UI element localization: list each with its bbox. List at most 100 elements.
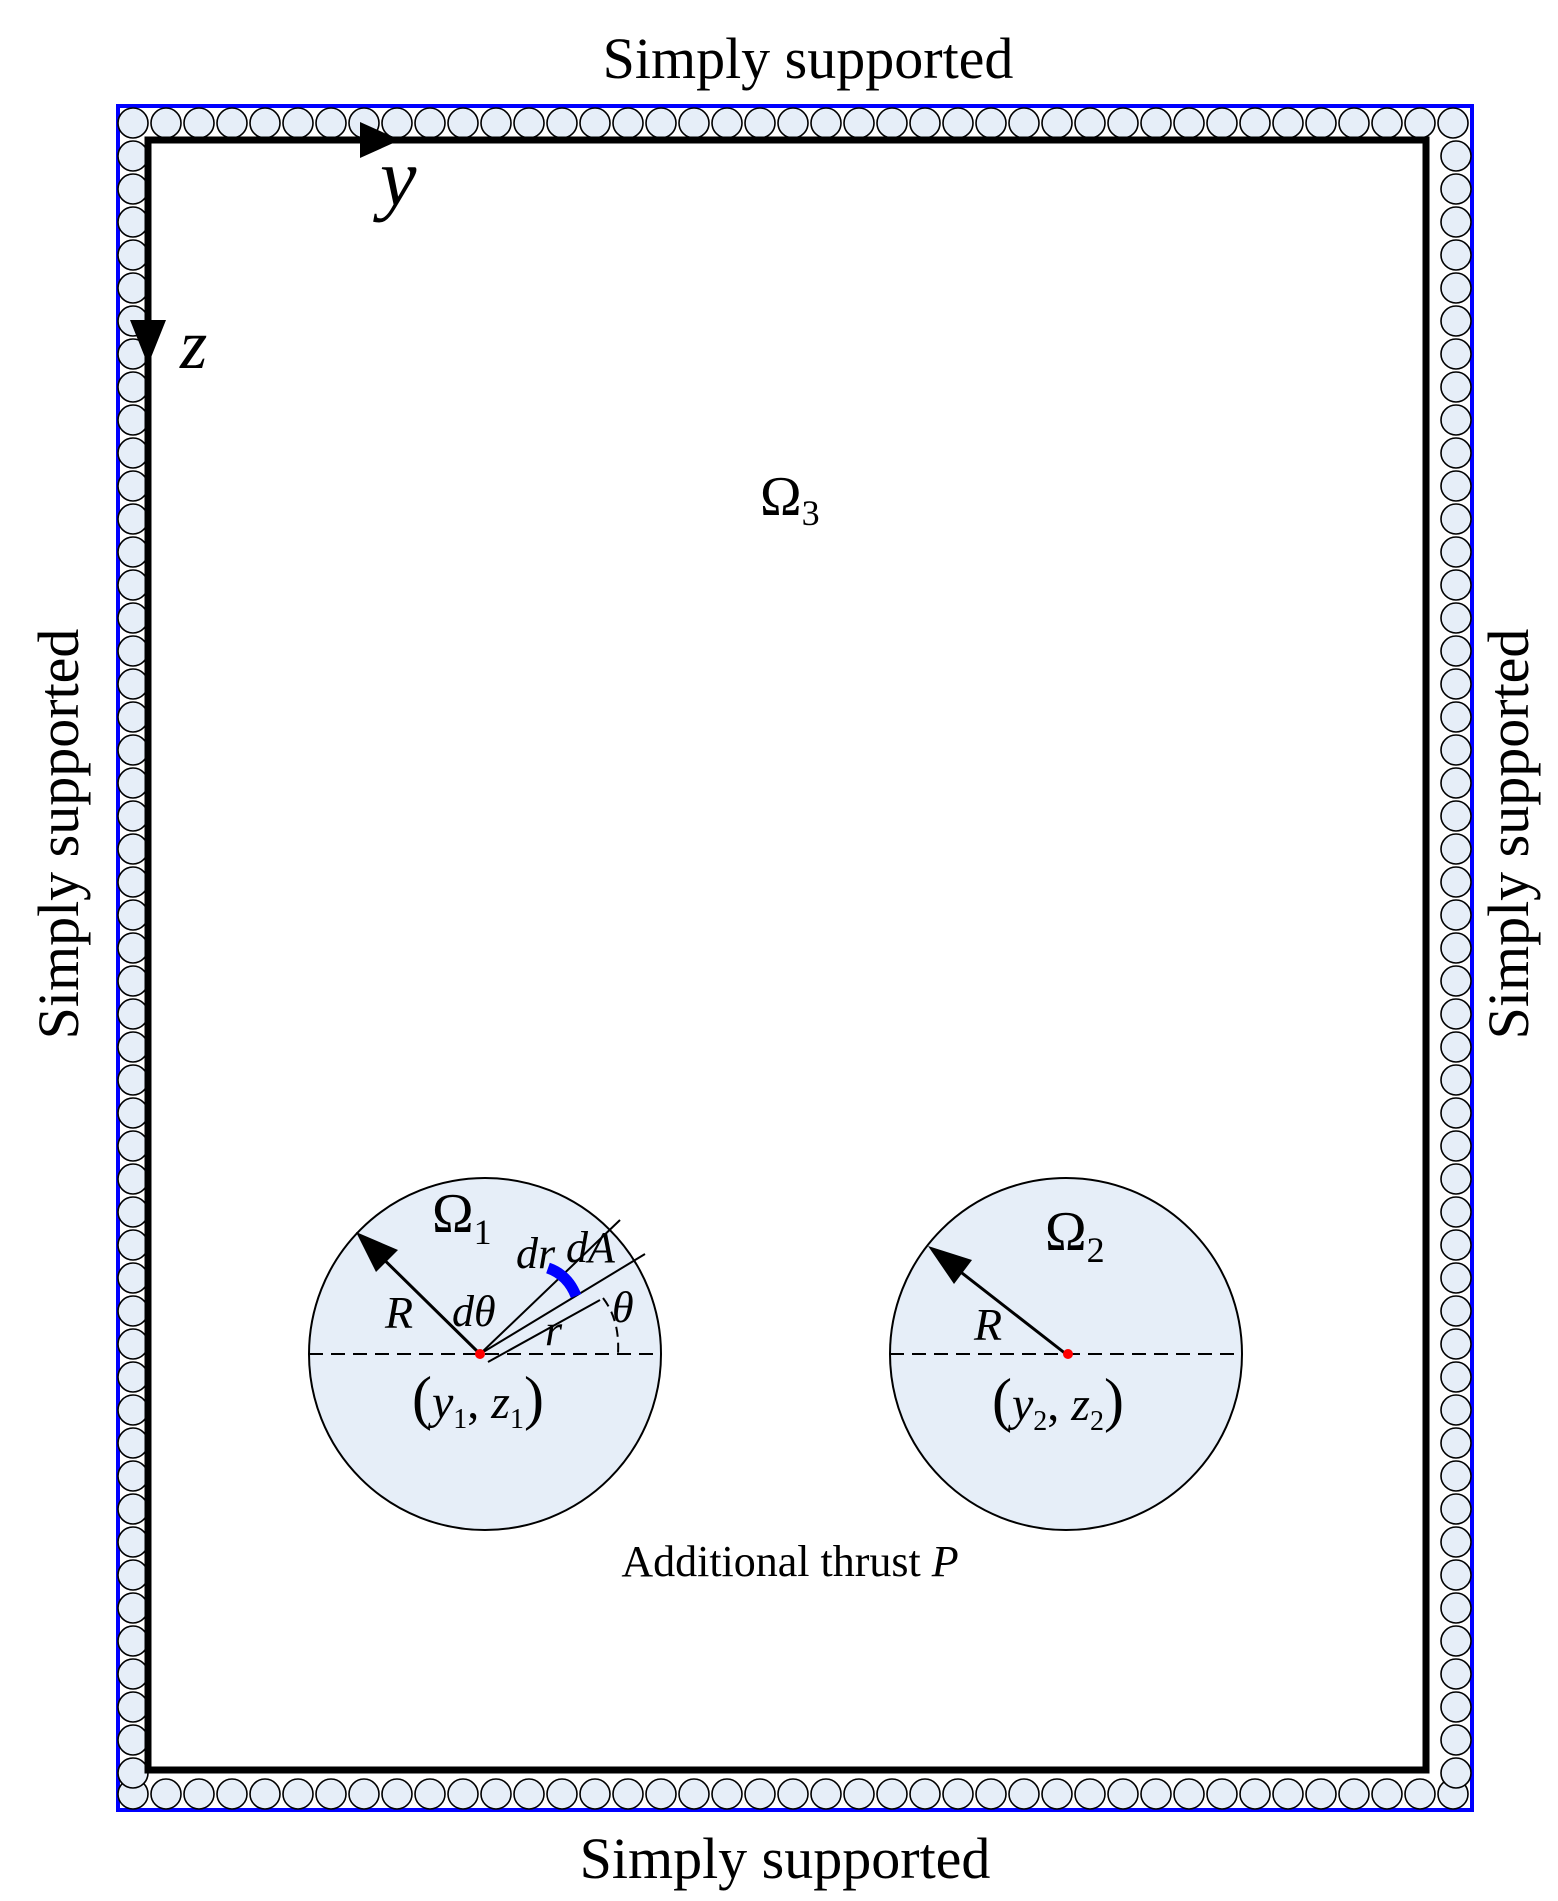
omega3-label: Ω3	[760, 466, 820, 533]
roller	[1305, 107, 1337, 139]
roller	[117, 1097, 149, 1129]
roller	[117, 1130, 149, 1162]
hole1-r-label: r	[545, 1306, 563, 1355]
roller	[117, 272, 149, 304]
roller	[117, 1658, 149, 1690]
roller	[1440, 1328, 1472, 1360]
roller	[183, 1778, 215, 1810]
roller	[117, 1361, 149, 1393]
roller	[1440, 1295, 1472, 1327]
roller	[975, 107, 1007, 139]
hole2-center-coords: (y2, z2)	[992, 1367, 1124, 1437]
roller	[1107, 107, 1139, 139]
roller	[1440, 1097, 1472, 1129]
roller	[909, 107, 941, 139]
roller	[1440, 1460, 1472, 1492]
roller	[117, 1526, 149, 1558]
roller	[843, 107, 875, 139]
roller	[117, 107, 149, 139]
roller	[744, 107, 776, 139]
hole1-element-edge-a	[479, 1219, 621, 1355]
roller	[1440, 1724, 1472, 1756]
roller	[1440, 239, 1472, 271]
roller	[117, 1328, 149, 1360]
roller	[216, 107, 248, 139]
roller	[117, 140, 149, 172]
roller	[1272, 107, 1304, 139]
roller	[117, 635, 149, 667]
roller	[1440, 1691, 1472, 1723]
roller	[1440, 404, 1472, 436]
roller	[1440, 602, 1472, 634]
roller	[117, 1229, 149, 1261]
roller	[117, 800, 149, 832]
roller	[1440, 1262, 1472, 1294]
roller	[1008, 1778, 1040, 1810]
roller	[1440, 272, 1472, 304]
roller	[117, 1559, 149, 1591]
roller	[579, 1778, 611, 1810]
roller	[1173, 107, 1205, 139]
roller	[876, 1778, 908, 1810]
roller	[1440, 1658, 1472, 1690]
roller	[117, 1031, 149, 1063]
roller	[117, 833, 149, 865]
roller	[1440, 1757, 1472, 1789]
roller	[216, 1778, 248, 1810]
roller	[777, 1778, 809, 1810]
roller	[117, 536, 149, 568]
roller	[117, 437, 149, 469]
roller	[1440, 1196, 1472, 1228]
roller	[909, 1778, 941, 1810]
roller	[1206, 1778, 1238, 1810]
roller	[1140, 107, 1172, 139]
roller	[513, 1778, 545, 1810]
roller	[117, 1295, 149, 1327]
roller	[1239, 1778, 1271, 1810]
roller	[282, 1778, 314, 1810]
roller	[711, 1778, 743, 1810]
roller	[117, 404, 149, 436]
roller	[117, 173, 149, 205]
roller	[1074, 107, 1106, 139]
plate-edge	[144, 136, 1430, 1774]
roller	[1440, 1559, 1472, 1591]
roller	[117, 371, 149, 403]
z-axis-arrowhead	[130, 320, 166, 365]
roller	[1107, 1778, 1139, 1810]
roller	[1440, 1130, 1472, 1162]
roller	[1440, 1064, 1472, 1096]
roller	[645, 107, 677, 139]
roller	[876, 107, 908, 139]
roller	[1440, 833, 1472, 865]
roller-supports	[117, 107, 1472, 1810]
boundary-label-top: Simply supported	[603, 26, 1014, 91]
roller	[1440, 1625, 1472, 1657]
roller	[1440, 371, 1472, 403]
roller	[117, 569, 149, 601]
roller	[1239, 107, 1271, 139]
roller	[117, 932, 149, 964]
roller	[1338, 107, 1370, 139]
roller	[117, 998, 149, 1030]
roller	[975, 1778, 1007, 1810]
roller	[117, 470, 149, 502]
roller	[1440, 800, 1472, 832]
boundary-label-right: Simply supported	[1476, 629, 1541, 1040]
roller	[1371, 1778, 1403, 1810]
roller	[678, 107, 710, 139]
load-label: Additional thrust P	[621, 1537, 958, 1586]
hole1-radius-label: R	[384, 1287, 413, 1338]
hole-omega2: Ω2 R (y2, z2)	[889, 1177, 1243, 1531]
roller	[150, 1778, 182, 1810]
roller	[183, 107, 215, 139]
roller	[513, 107, 545, 139]
roller	[117, 1625, 149, 1657]
roller	[249, 107, 281, 139]
roller	[1008, 107, 1040, 139]
roller	[1440, 569, 1472, 601]
roller	[315, 1778, 347, 1810]
roller	[942, 107, 974, 139]
roller	[315, 107, 347, 139]
